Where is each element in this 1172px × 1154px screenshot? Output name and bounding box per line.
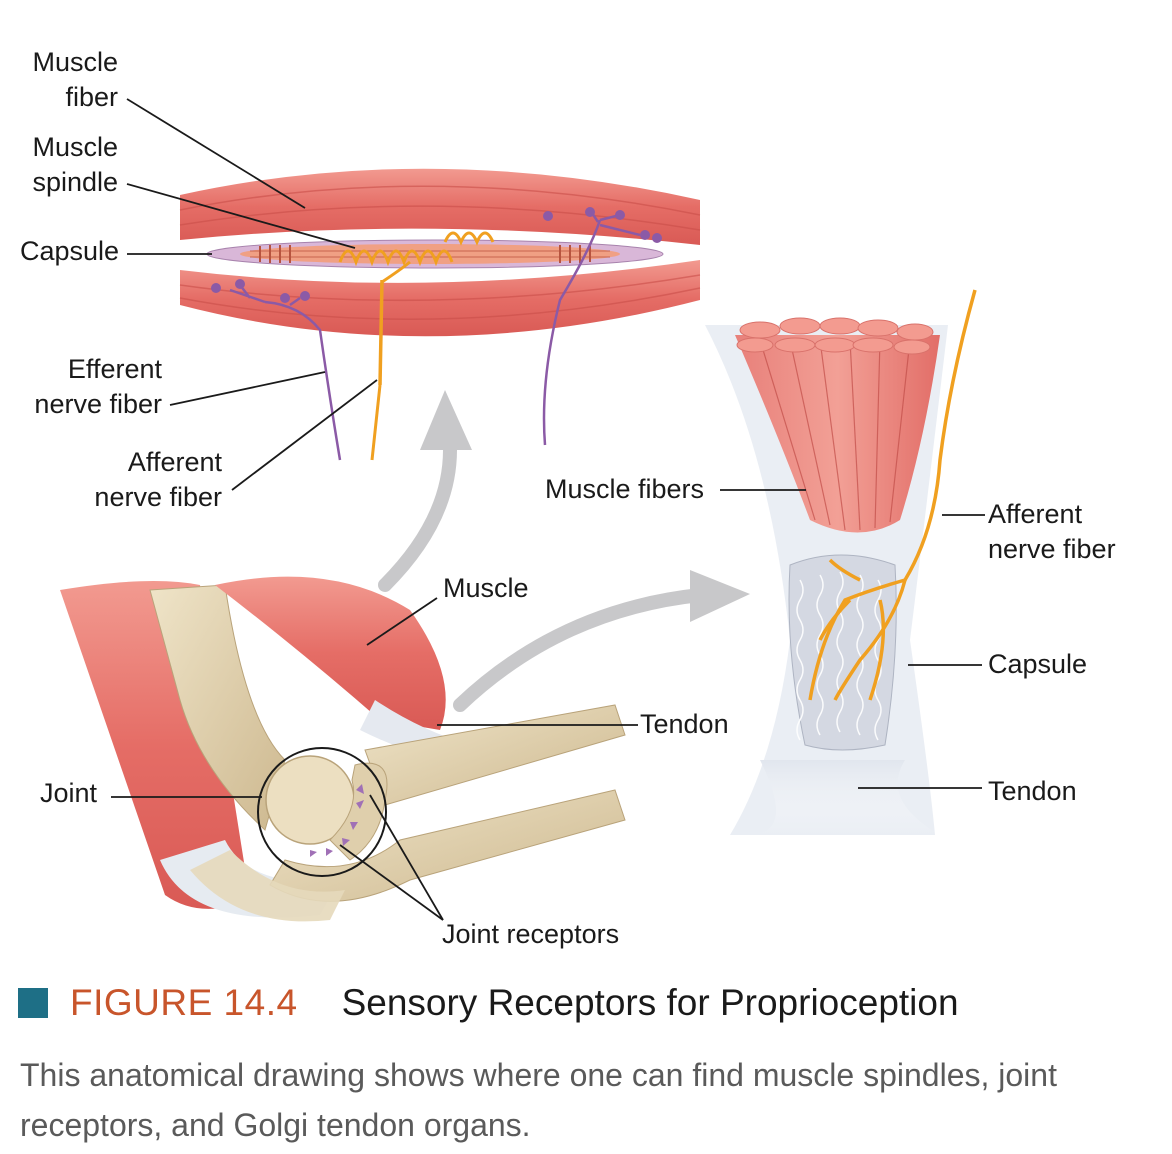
label-afferent-golgi-line1: Afferent xyxy=(988,499,1083,529)
spindle-efferent-right-endings xyxy=(543,207,662,243)
label-tendon-elbow: Tendon xyxy=(640,709,729,739)
elbow-joint-figure xyxy=(60,576,626,922)
label-afferent-spindle-line1: Afferent xyxy=(127,447,222,477)
figure-caption-header: FIGURE 14.4 Sensory Receptors for Propri… xyxy=(18,980,959,1026)
golgi-capsule xyxy=(788,554,897,751)
spindle-intrafusal-fibers xyxy=(240,244,620,264)
label-muscle-spindle-line2: spindle xyxy=(32,167,118,197)
spindle-efferent-left-endings xyxy=(211,279,310,303)
biceps-muscle xyxy=(215,576,446,730)
muscle-fiber-ends xyxy=(736,317,934,355)
label-capsule-spindle: Capsule xyxy=(20,236,120,266)
label-muscle-fiber-line1: Muscle xyxy=(32,47,118,77)
label-muscle-fibers: Muscle fibers xyxy=(545,474,705,504)
figure-caption-text: This anatomical drawing shows where one … xyxy=(20,1057,1057,1143)
label-muscle-fiber-line2: fiber xyxy=(65,82,118,112)
label-efferent-line2: nerve fiber xyxy=(34,389,162,419)
label-muscle-spindle-line1: Muscle xyxy=(32,132,118,162)
spindle-striations xyxy=(259,245,591,263)
label-capsule-golgi: Capsule xyxy=(988,649,1088,679)
label-afferent-nerve-fiber-golgi: Afferent nerve fiber xyxy=(988,497,1116,567)
muscle-fiber-bundle xyxy=(735,335,940,533)
lower-muscle-band xyxy=(180,260,700,337)
label-efferent-nerve-fiber: Efferent nerve fiber xyxy=(20,352,162,422)
label-joint-receptors: Joint receptors xyxy=(442,919,620,949)
spindle-afferent-coil xyxy=(338,231,495,461)
figure-title: Sensory Receptors for Proprioception xyxy=(341,982,959,1023)
label-afferent-nerve-fiber-spindle: Afferent nerve fiber xyxy=(70,445,222,515)
label-tendon-golgi: Tendon xyxy=(988,776,1077,806)
label-afferent-golgi-line2: nerve fiber xyxy=(988,534,1116,564)
figure-square-icon xyxy=(18,988,48,1018)
leader-lines xyxy=(111,98,985,921)
label-joint: Joint xyxy=(40,778,98,808)
figure-number: FIGURE 14.4 xyxy=(70,982,298,1023)
joint-receptor-marks xyxy=(310,784,364,857)
joint-circle xyxy=(257,747,387,877)
arrow-to-golgi xyxy=(453,570,750,712)
label-afferent-spindle-line2: nerve fiber xyxy=(94,482,222,512)
label-muscle: Muscle xyxy=(443,573,529,603)
proprioception-illustration: Muscle fiber Muscle spindle Capsule Effe… xyxy=(20,45,1116,949)
label-muscle-fiber: Muscle fiber xyxy=(20,45,118,115)
illustration-svg xyxy=(60,98,985,922)
label-efferent-line1: Efferent xyxy=(67,354,162,384)
muscle-spindle-figure xyxy=(179,168,701,461)
golgi-afferent-nerve xyxy=(808,289,977,701)
label-muscle-spindle: Muscle spindle xyxy=(20,130,118,200)
golgi-tendon-organ-figure xyxy=(705,289,977,836)
arrow-to-spindle xyxy=(378,390,472,592)
